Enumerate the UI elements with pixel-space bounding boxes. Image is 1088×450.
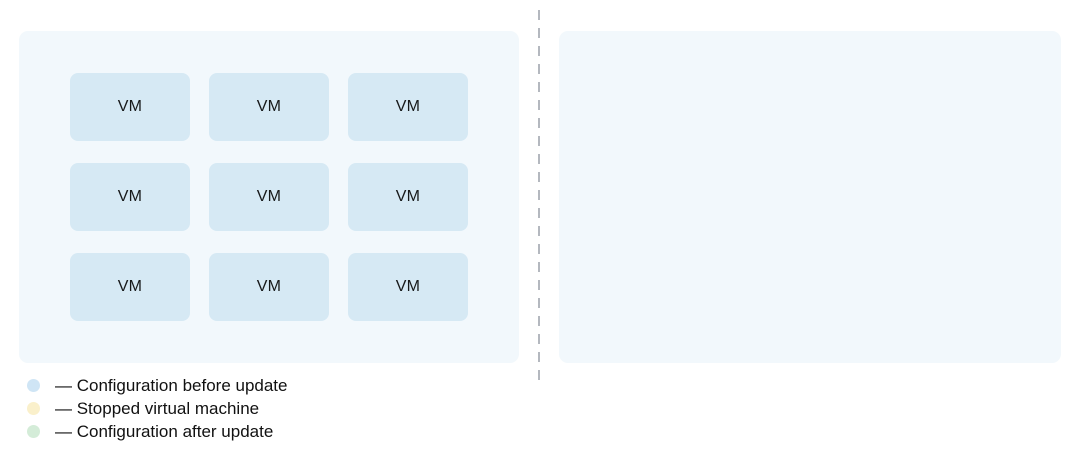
legend: — Configuration before update — Stopped … <box>27 374 288 443</box>
vm-box: VM <box>348 73 468 141</box>
vm-label: VM <box>395 278 421 295</box>
legend-label: — Configuration before update <box>55 375 288 395</box>
vm-label: VM <box>256 188 282 205</box>
vm-box: VM <box>348 253 468 321</box>
vm-grid-before: VM VM VM VM VM VM VM VM VM <box>19 31 519 363</box>
legend-item-configuration-after-update: — Configuration after update <box>27 420 288 443</box>
vm-label: VM <box>117 98 143 115</box>
vm-label: VM <box>256 98 282 115</box>
dashed-divider <box>538 10 540 387</box>
vm-label: VM <box>117 188 143 205</box>
legend-dot-green <box>27 425 40 438</box>
after-update-panel <box>559 31 1061 363</box>
legend-dot-blue <box>27 379 40 392</box>
vm-label: VM <box>256 278 282 295</box>
before-update-panel: VM VM VM VM VM VM VM VM VM <box>19 31 519 363</box>
legend-item-stopped-virtual-machine: — Stopped virtual machine <box>27 397 288 420</box>
vm-box: VM <box>209 163 329 231</box>
vm-label: VM <box>395 188 421 205</box>
vm-box: VM <box>209 253 329 321</box>
vm-label: VM <box>117 278 143 295</box>
vm-box: VM <box>348 163 468 231</box>
vm-box: VM <box>70 73 190 141</box>
vm-box: VM <box>70 253 190 321</box>
legend-item-configuration-before-update: — Configuration before update <box>27 374 288 397</box>
vm-box: VM <box>70 163 190 231</box>
vm-label: VM <box>395 98 421 115</box>
legend-label: — Configuration after update <box>55 421 274 441</box>
vm-box: VM <box>209 73 329 141</box>
legend-dot-yellow <box>27 402 40 415</box>
legend-label: — Stopped virtual machine <box>55 398 260 418</box>
